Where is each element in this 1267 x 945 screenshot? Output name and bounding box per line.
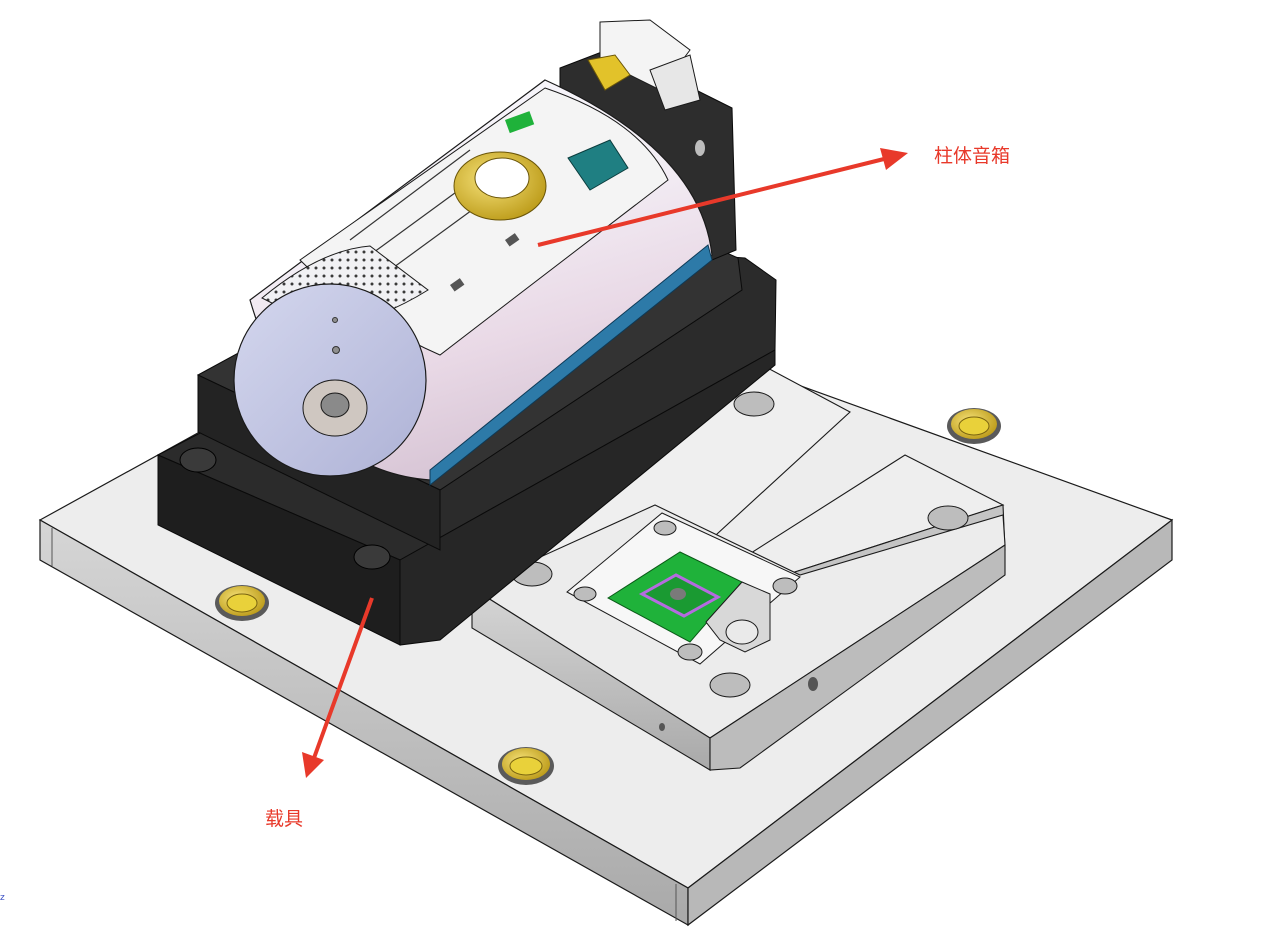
arrow-right-icon [880,148,908,170]
brass-bushing [215,585,269,621]
axis-indicator: z [0,893,5,903]
fixture-callout-arrow [302,597,374,778]
speaker-callout-arrow [537,148,908,247]
arrow-down-icon [302,752,324,778]
fixture-label: 载具 [265,808,304,830]
connector-block [587,19,701,111]
brass-bushing [498,747,554,785]
speaker-label: 柱体音箱 [934,145,1011,167]
cylinder-speaker [233,79,713,487]
brass-bushing [947,408,1001,444]
